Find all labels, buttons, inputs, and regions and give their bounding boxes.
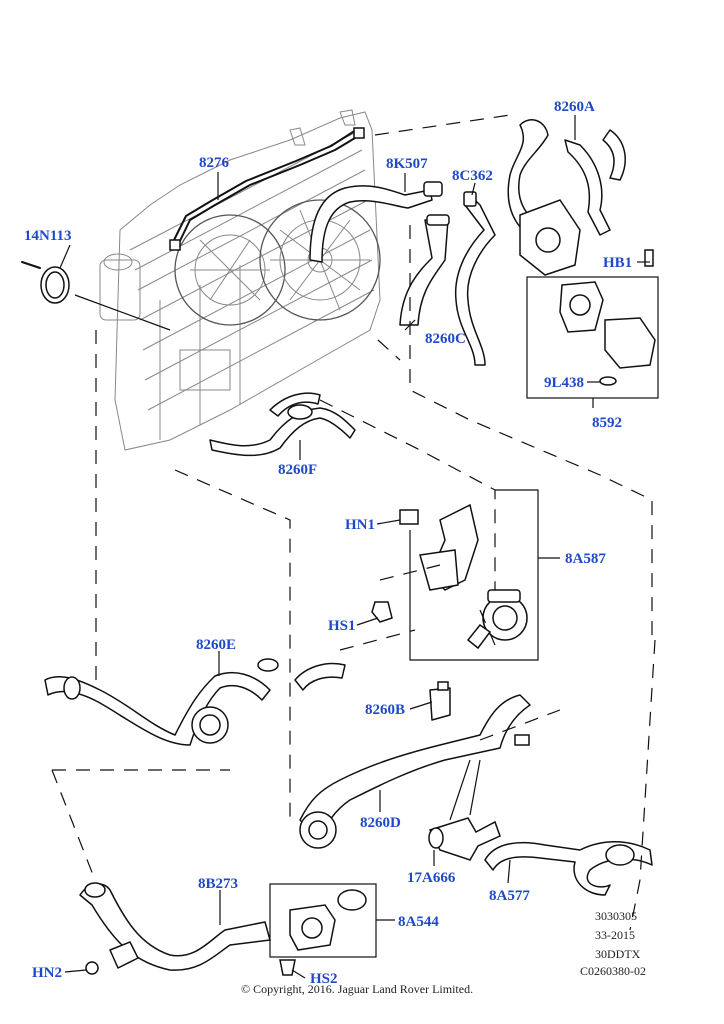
connector-8260B <box>429 681 451 721</box>
label-8A587: 8A587 <box>565 551 606 567</box>
hose-8K507 <box>309 181 443 263</box>
label-9L438: 9L438 <box>544 375 584 391</box>
clamp-14N113 <box>21 261 70 304</box>
thermostat-group-8A587 <box>371 489 539 661</box>
label-HN2: HN2 <box>32 965 62 981</box>
label-HS2: HS2 <box>310 971 338 987</box>
reference-block: 3030305 33-2015 30DDTX C0260380-02 <box>580 909 646 978</box>
hose-8B273 <box>79 882 271 971</box>
hose-8260A <box>507 119 626 276</box>
label-HB1: HB1 <box>603 255 632 271</box>
copyright-notice: © Copyright, 2016. Jaguar Land Rover Lim… <box>241 982 473 996</box>
label-8260B: 8260B <box>365 702 405 718</box>
hose-8260E <box>44 658 346 746</box>
label-14N113: 14N113 <box>24 228 72 244</box>
label-8K507: 8K507 <box>386 156 428 172</box>
hose-8260F <box>209 392 356 457</box>
hose-8260C <box>399 214 450 326</box>
outlet-group-8592 <box>526 249 659 399</box>
leader-lines <box>59 115 650 979</box>
label-8260E: 8260E <box>196 637 236 653</box>
dashed-group-lines <box>51 114 656 931</box>
label-8A577: 8A577 <box>489 888 530 904</box>
label-8B273: 8B273 <box>198 876 238 892</box>
label-8C362: 8C362 <box>452 168 493 184</box>
hose-8C362 <box>454 191 496 366</box>
connector-17A666 <box>428 817 501 861</box>
ref-line-1: 3030305 <box>595 909 637 923</box>
label-8276: 8276 <box>199 155 230 171</box>
label-8260D: 8260D <box>360 815 401 831</box>
label-17A666: 17A666 <box>407 870 456 886</box>
outlet-group-8A544 <box>269 883 377 958</box>
part-labels: 8276 14N113 8K507 8C362 8260A HB1 8260C … <box>24 99 632 987</box>
label-8260C: 8260C <box>425 331 466 347</box>
label-8260A: 8260A <box>554 99 595 115</box>
label-HN1: HN1 <box>345 517 375 533</box>
fasteners-bottom <box>85 959 296 976</box>
bleed-pipe-8276 <box>169 127 365 251</box>
radiator-fan-assembly <box>99 109 381 451</box>
ref-line-2: 33-2015 <box>595 928 635 942</box>
label-8592: 8592 <box>592 415 622 431</box>
label-8260F: 8260F <box>278 462 317 478</box>
ref-line-4: C0260380-02 <box>580 964 646 978</box>
hose-8260D <box>299 694 531 849</box>
ref-line-3: 30DDTX <box>595 947 641 961</box>
label-8A544: 8A544 <box>398 914 439 930</box>
hose-8A577 <box>484 841 653 896</box>
label-HS1: HS1 <box>328 618 356 634</box>
